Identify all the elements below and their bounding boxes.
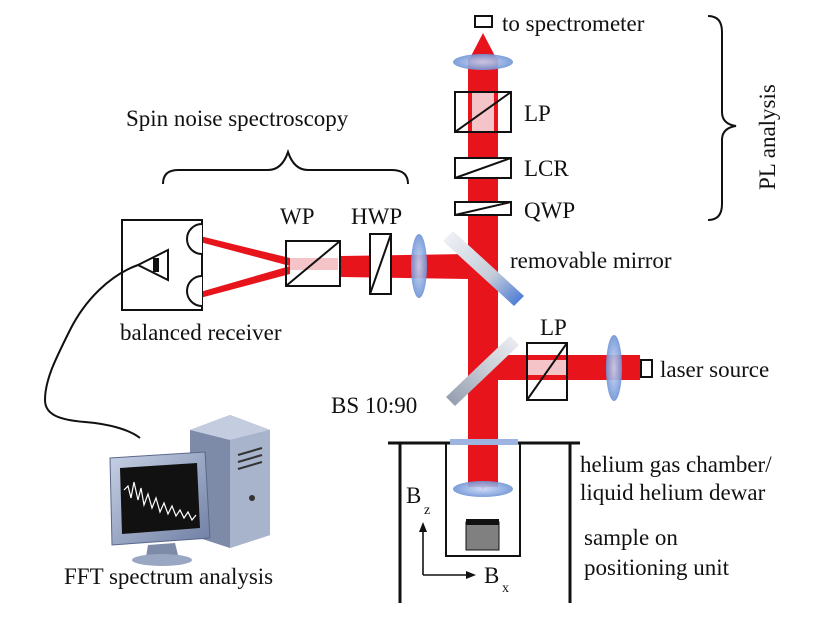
helium-label-2: liquid helium dewar bbox=[580, 480, 766, 505]
quarter-wave-plate bbox=[454, 201, 512, 216]
beam-split-upper bbox=[200, 236, 290, 266]
sample-label-2: positioning unit bbox=[584, 555, 730, 580]
beam-splitter bbox=[446, 336, 519, 406]
desktop-computer-icon bbox=[109, 415, 270, 566]
spectrometer-icon bbox=[474, 15, 493, 28]
beam-split-lower bbox=[200, 266, 290, 298]
pl-analysis-stack: to spectrometer LP LCR QWP PL analysis bbox=[453, 11, 780, 223]
qwp-label: QWP bbox=[524, 198, 575, 223]
beam-faded-lp-right bbox=[527, 360, 567, 375]
lens-left bbox=[411, 234, 427, 298]
lens-dewar bbox=[453, 481, 513, 497]
laser-path-right: LP laser source bbox=[526, 315, 769, 401]
bx-label: B bbox=[484, 563, 499, 588]
lp-top-label: LP bbox=[524, 101, 551, 126]
beam-vertical-upper bbox=[468, 58, 498, 255]
beam-arrow-up bbox=[470, 33, 496, 58]
pl-analysis-label: PL analysis bbox=[755, 84, 780, 190]
bz-label: B bbox=[406, 483, 421, 508]
helium-label-1: helium gas chamber/ bbox=[580, 452, 772, 477]
laser-source-label: laser source bbox=[660, 357, 769, 382]
beam-arrow-down bbox=[468, 470, 498, 490]
bz-sub-label: z bbox=[424, 503, 430, 518]
dewar-window bbox=[450, 439, 518, 445]
lp-right-label: LP bbox=[540, 315, 567, 340]
liquid-crystal-retarder bbox=[454, 157, 512, 179]
fft-label: FFT spectrum analysis bbox=[64, 564, 273, 589]
fft-trace bbox=[123, 481, 197, 522]
spin-noise-section: Spin noise spectroscopy WP HWP balanced … bbox=[43, 106, 427, 439]
laser-source-icon bbox=[640, 359, 653, 378]
beam-to-receiver bbox=[340, 254, 468, 279]
sample-label-1: sample on bbox=[584, 525, 678, 550]
wp-label: WP bbox=[280, 204, 315, 229]
polarizer-lp-right bbox=[526, 342, 568, 401]
photodiode-icon bbox=[186, 223, 203, 255]
half-wave-plate bbox=[369, 233, 392, 295]
photodiode-icon bbox=[186, 275, 203, 307]
balanced-receiver bbox=[121, 219, 203, 311]
lcr-label: LCR bbox=[524, 156, 569, 181]
hwp-label: HWP bbox=[351, 204, 402, 229]
sample bbox=[465, 521, 500, 551]
balanced-receiver-label: balanced receiver bbox=[120, 320, 282, 345]
signal-cable bbox=[43, 264, 141, 439]
spin-noise-brace bbox=[162, 148, 409, 185]
polarizer-lp-top bbox=[454, 91, 512, 133]
beam-splitter-label: BS 10:90 bbox=[331, 393, 417, 418]
lens-right bbox=[606, 335, 622, 401]
magnetic-field-axes: B z B x bbox=[406, 483, 509, 596]
lens-top bbox=[453, 54, 513, 70]
pl-analysis-brace bbox=[707, 15, 737, 221]
sample-top bbox=[466, 519, 499, 525]
to-spectrometer-label: to spectrometer bbox=[502, 11, 645, 36]
removable-mirror-label: removable mirror bbox=[510, 248, 672, 273]
spin-noise-label: Spin noise spectroscopy bbox=[126, 106, 349, 131]
helium-dewar: B z B x bbox=[388, 439, 580, 603]
removable-mirror bbox=[443, 231, 524, 306]
beam-faded-wp bbox=[290, 258, 338, 270]
wollaston-prism bbox=[285, 240, 341, 287]
bx-sub-label: x bbox=[502, 581, 509, 596]
